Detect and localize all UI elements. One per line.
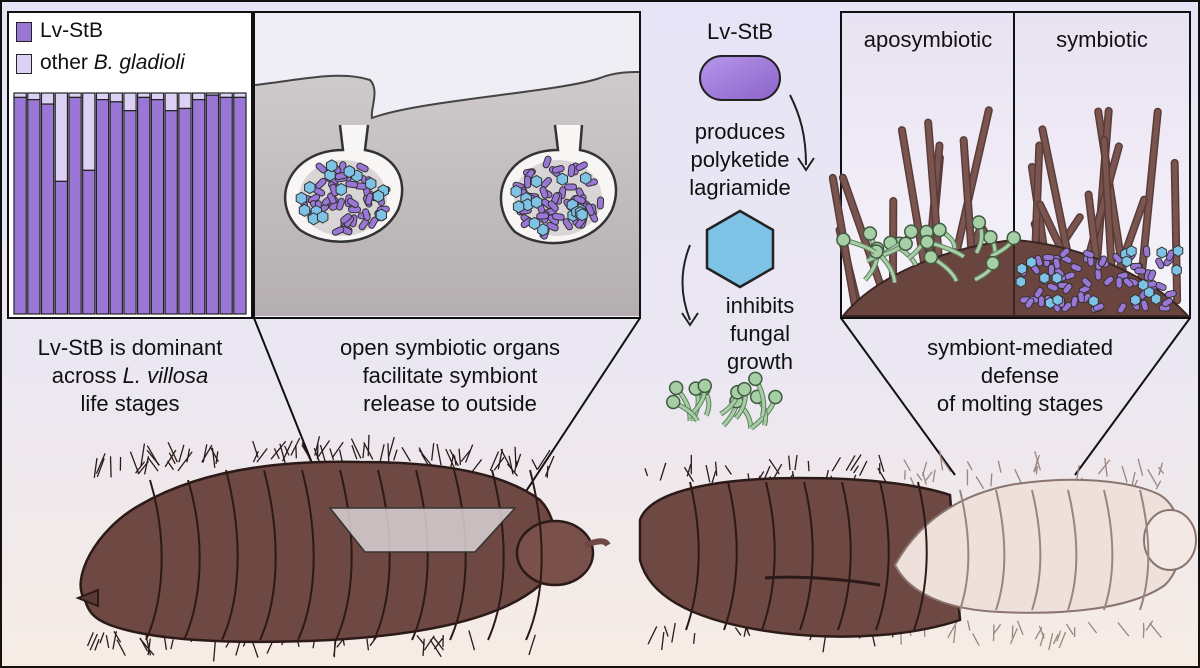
bar-lvstb [191, 99, 206, 315]
panel-label-aposymbiotic: aposymbiotic [863, 27, 993, 52]
arrow-inhibits [681, 244, 691, 321]
caption-dominance: Lv-StB is dominant across L. villosa lif… [37, 335, 223, 416]
lv-stb-title: Lv-StB [706, 19, 774, 44]
fungus-cluster [666, 371, 783, 431]
panel-label-symbiotic: symbiotic [1056, 27, 1148, 52]
bar-other [13, 92, 27, 99]
bar-lvstb [54, 180, 69, 315]
old-cuticle [638, 476, 962, 638]
bar-lvstb [95, 99, 110, 315]
bar-other [150, 92, 165, 101]
bar-lvstb [123, 110, 137, 315]
bar-other [191, 92, 206, 101]
bar-lvstb [109, 101, 123, 315]
bar-other [27, 92, 41, 101]
lv-stb-cell-icon [699, 55, 781, 101]
bar-lvstb [82, 169, 96, 315]
defense-panel [828, 11, 1191, 319]
bar-lvstb [233, 96, 247, 315]
bar-lvstb [219, 96, 233, 315]
caption-defense: symbiont-mediated defense of molting sta… [927, 335, 1113, 416]
legend-swatch-other [16, 54, 32, 74]
bar-lvstb [40, 103, 55, 315]
bar-other [68, 92, 82, 99]
bar-other [123, 92, 137, 112]
lagriamide-column [666, 55, 815, 431]
lagriamide-molecule-icon [705, 209, 775, 289]
bar-other [82, 92, 96, 171]
stacked-bar-chart [13, 92, 247, 315]
bar-other [137, 92, 151, 99]
larva-right [638, 450, 1197, 653]
bar-other [219, 92, 233, 99]
bar-lvstb [164, 110, 178, 315]
bar-lvstb [150, 99, 165, 315]
larva-left [75, 434, 611, 662]
caption-lagriamide: produces polyketide lagriamide [689, 119, 791, 200]
bar-lvstb [178, 107, 192, 315]
legend-label-lvstb: Lv-StB [40, 19, 104, 42]
legend-label-other: other B. gladioli [40, 51, 185, 74]
bar-other [95, 92, 110, 101]
symbiotic-organ-panel [253, 11, 641, 319]
bar-lvstb [68, 96, 82, 315]
arrow-produces [789, 94, 807, 166]
bar-other [54, 92, 69, 183]
bar-other [178, 92, 192, 110]
legend-swatch-lvstb [16, 22, 32, 42]
bar-lvstb [205, 94, 220, 315]
bar-other [233, 92, 247, 99]
bar-lvstb [13, 96, 27, 315]
bar-other [40, 92, 55, 105]
caption-organs: open symbiotic organs facilitate symbion… [339, 335, 561, 416]
bar-other [109, 92, 123, 103]
organ-window [328, 507, 517, 553]
bar-lvstb [27, 99, 41, 315]
caption-fungal: inhibits fungal growth [725, 293, 795, 374]
bar-lvstb [137, 96, 151, 315]
larva-left-head [515, 519, 595, 587]
bar-other [164, 92, 178, 112]
